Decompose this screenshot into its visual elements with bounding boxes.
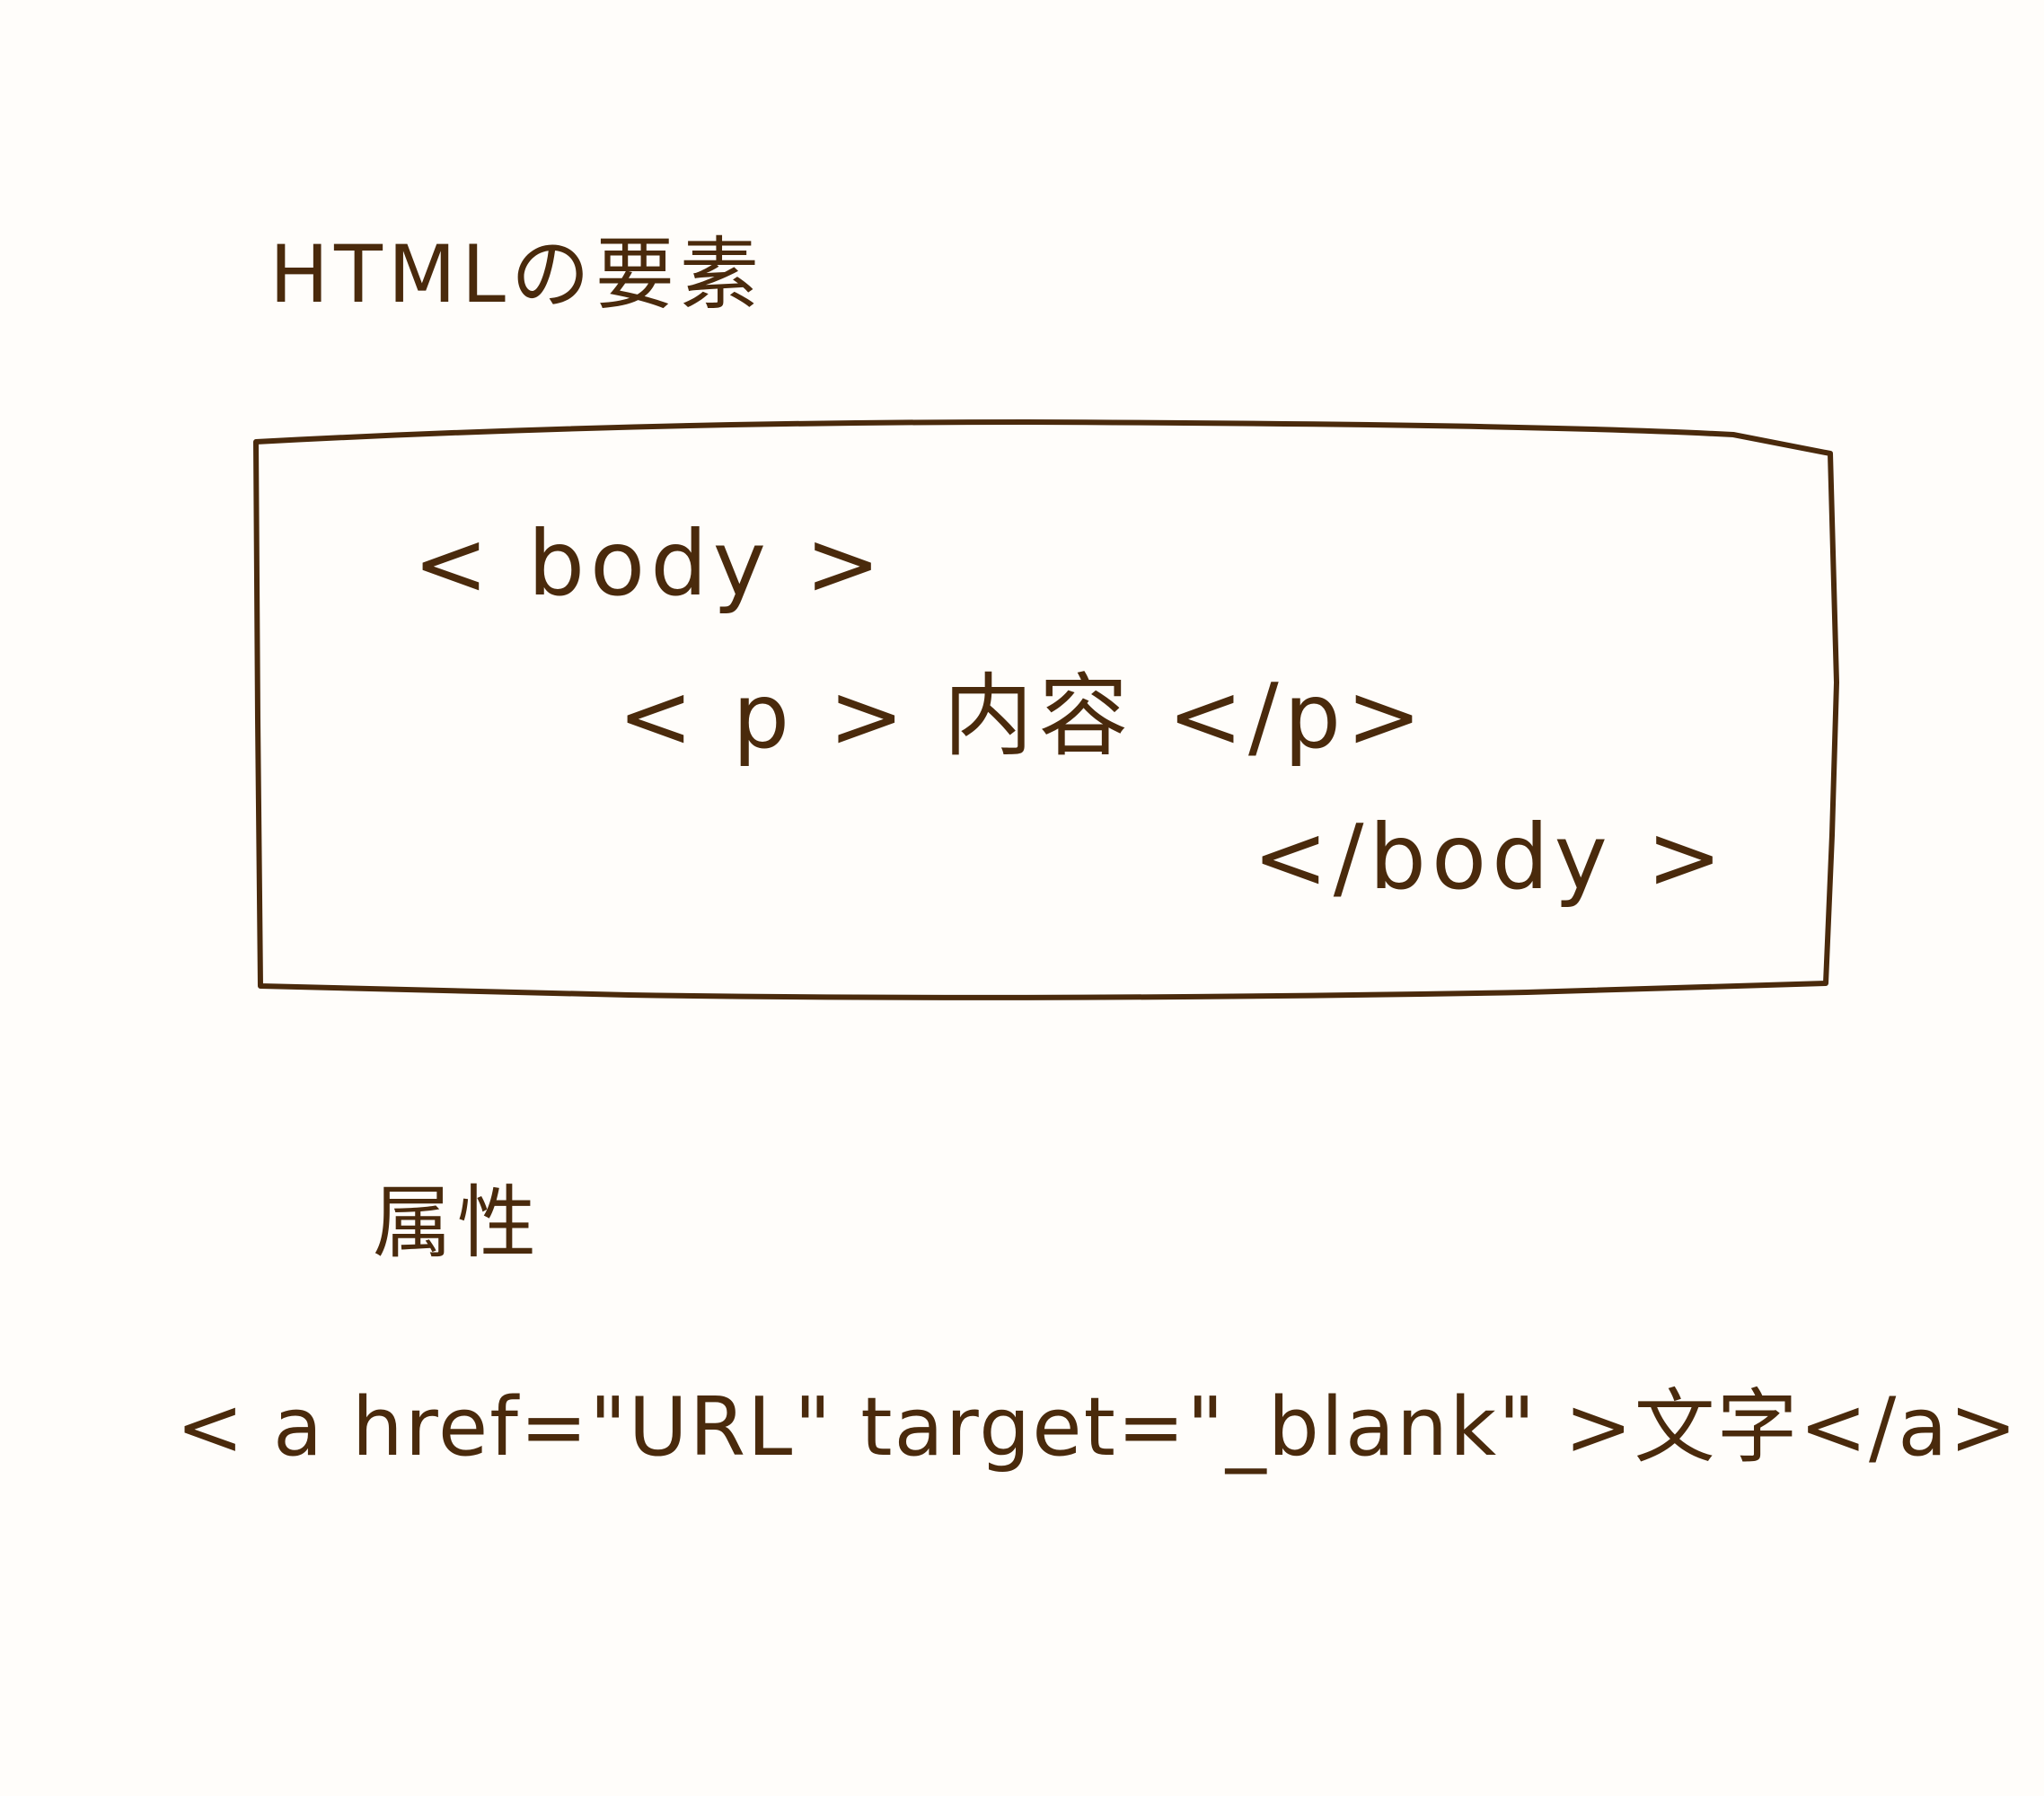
code-anchor-example: < a href="URL" target="_blank" >文字</a>: [176, 1380, 2019, 1475]
heading-html-elements: HTMLの要素: [269, 228, 764, 321]
code-p-element: < p > 内容 </p>: [618, 664, 1427, 769]
code-body-close-tag: </body >: [1253, 805, 1728, 910]
code-body-open-tag: < body >: [413, 511, 886, 616]
heading-attributes: 属性: [373, 1176, 542, 1269]
